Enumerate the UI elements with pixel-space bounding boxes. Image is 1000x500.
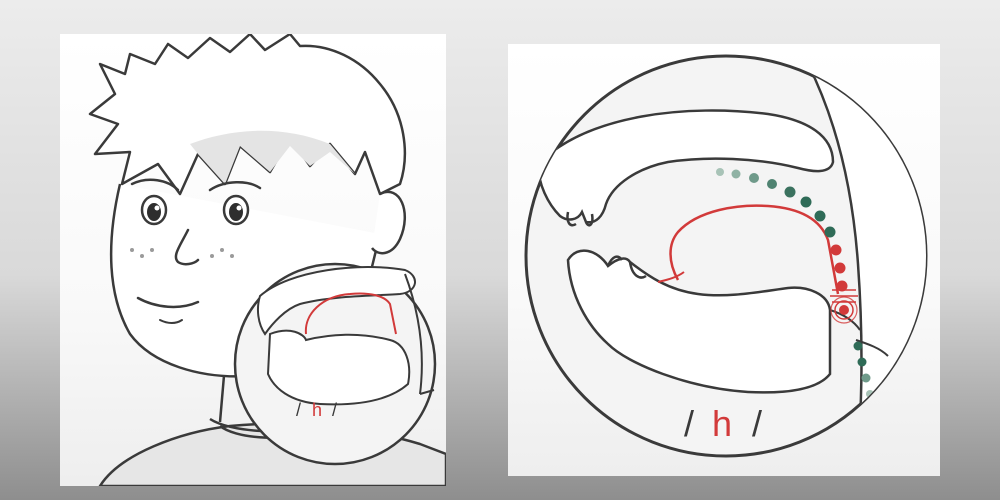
left-eye [140,194,168,226]
svg-text:/: / [332,400,337,420]
freckles [130,248,234,258]
right-eye [222,194,250,226]
phoneme-slash-open: / [296,400,301,420]
nose [174,228,200,266]
phoneme-letter: h [312,400,322,420]
mouth-cross-section: / h / [524,54,928,458]
hair [88,34,406,196]
boy-illustration-panel: / h / [60,34,446,486]
lower-jaw [566,249,832,394]
boy-illustration: / h / [88,34,446,486]
mouth-magnifier: / h / [233,262,437,466]
left-eyebrow [130,178,180,192]
phoneme-letter: h [712,403,732,444]
ear [371,190,407,255]
upper-teeth [566,211,594,227]
upper-palate [536,109,835,224]
phoneme-slash-open: / [684,403,694,444]
phoneme-slash-close: / [332,400,337,420]
svg-text:h: h [312,400,322,420]
vibration-icon [830,289,858,324]
right-eyebrow [208,181,262,192]
tongue-outline [669,204,840,295]
svg-text:/: / [296,400,301,420]
mouth-cross-section-panel: / h / [508,44,940,476]
phoneme-slash-close: / [752,403,762,444]
mouth [136,296,200,309]
